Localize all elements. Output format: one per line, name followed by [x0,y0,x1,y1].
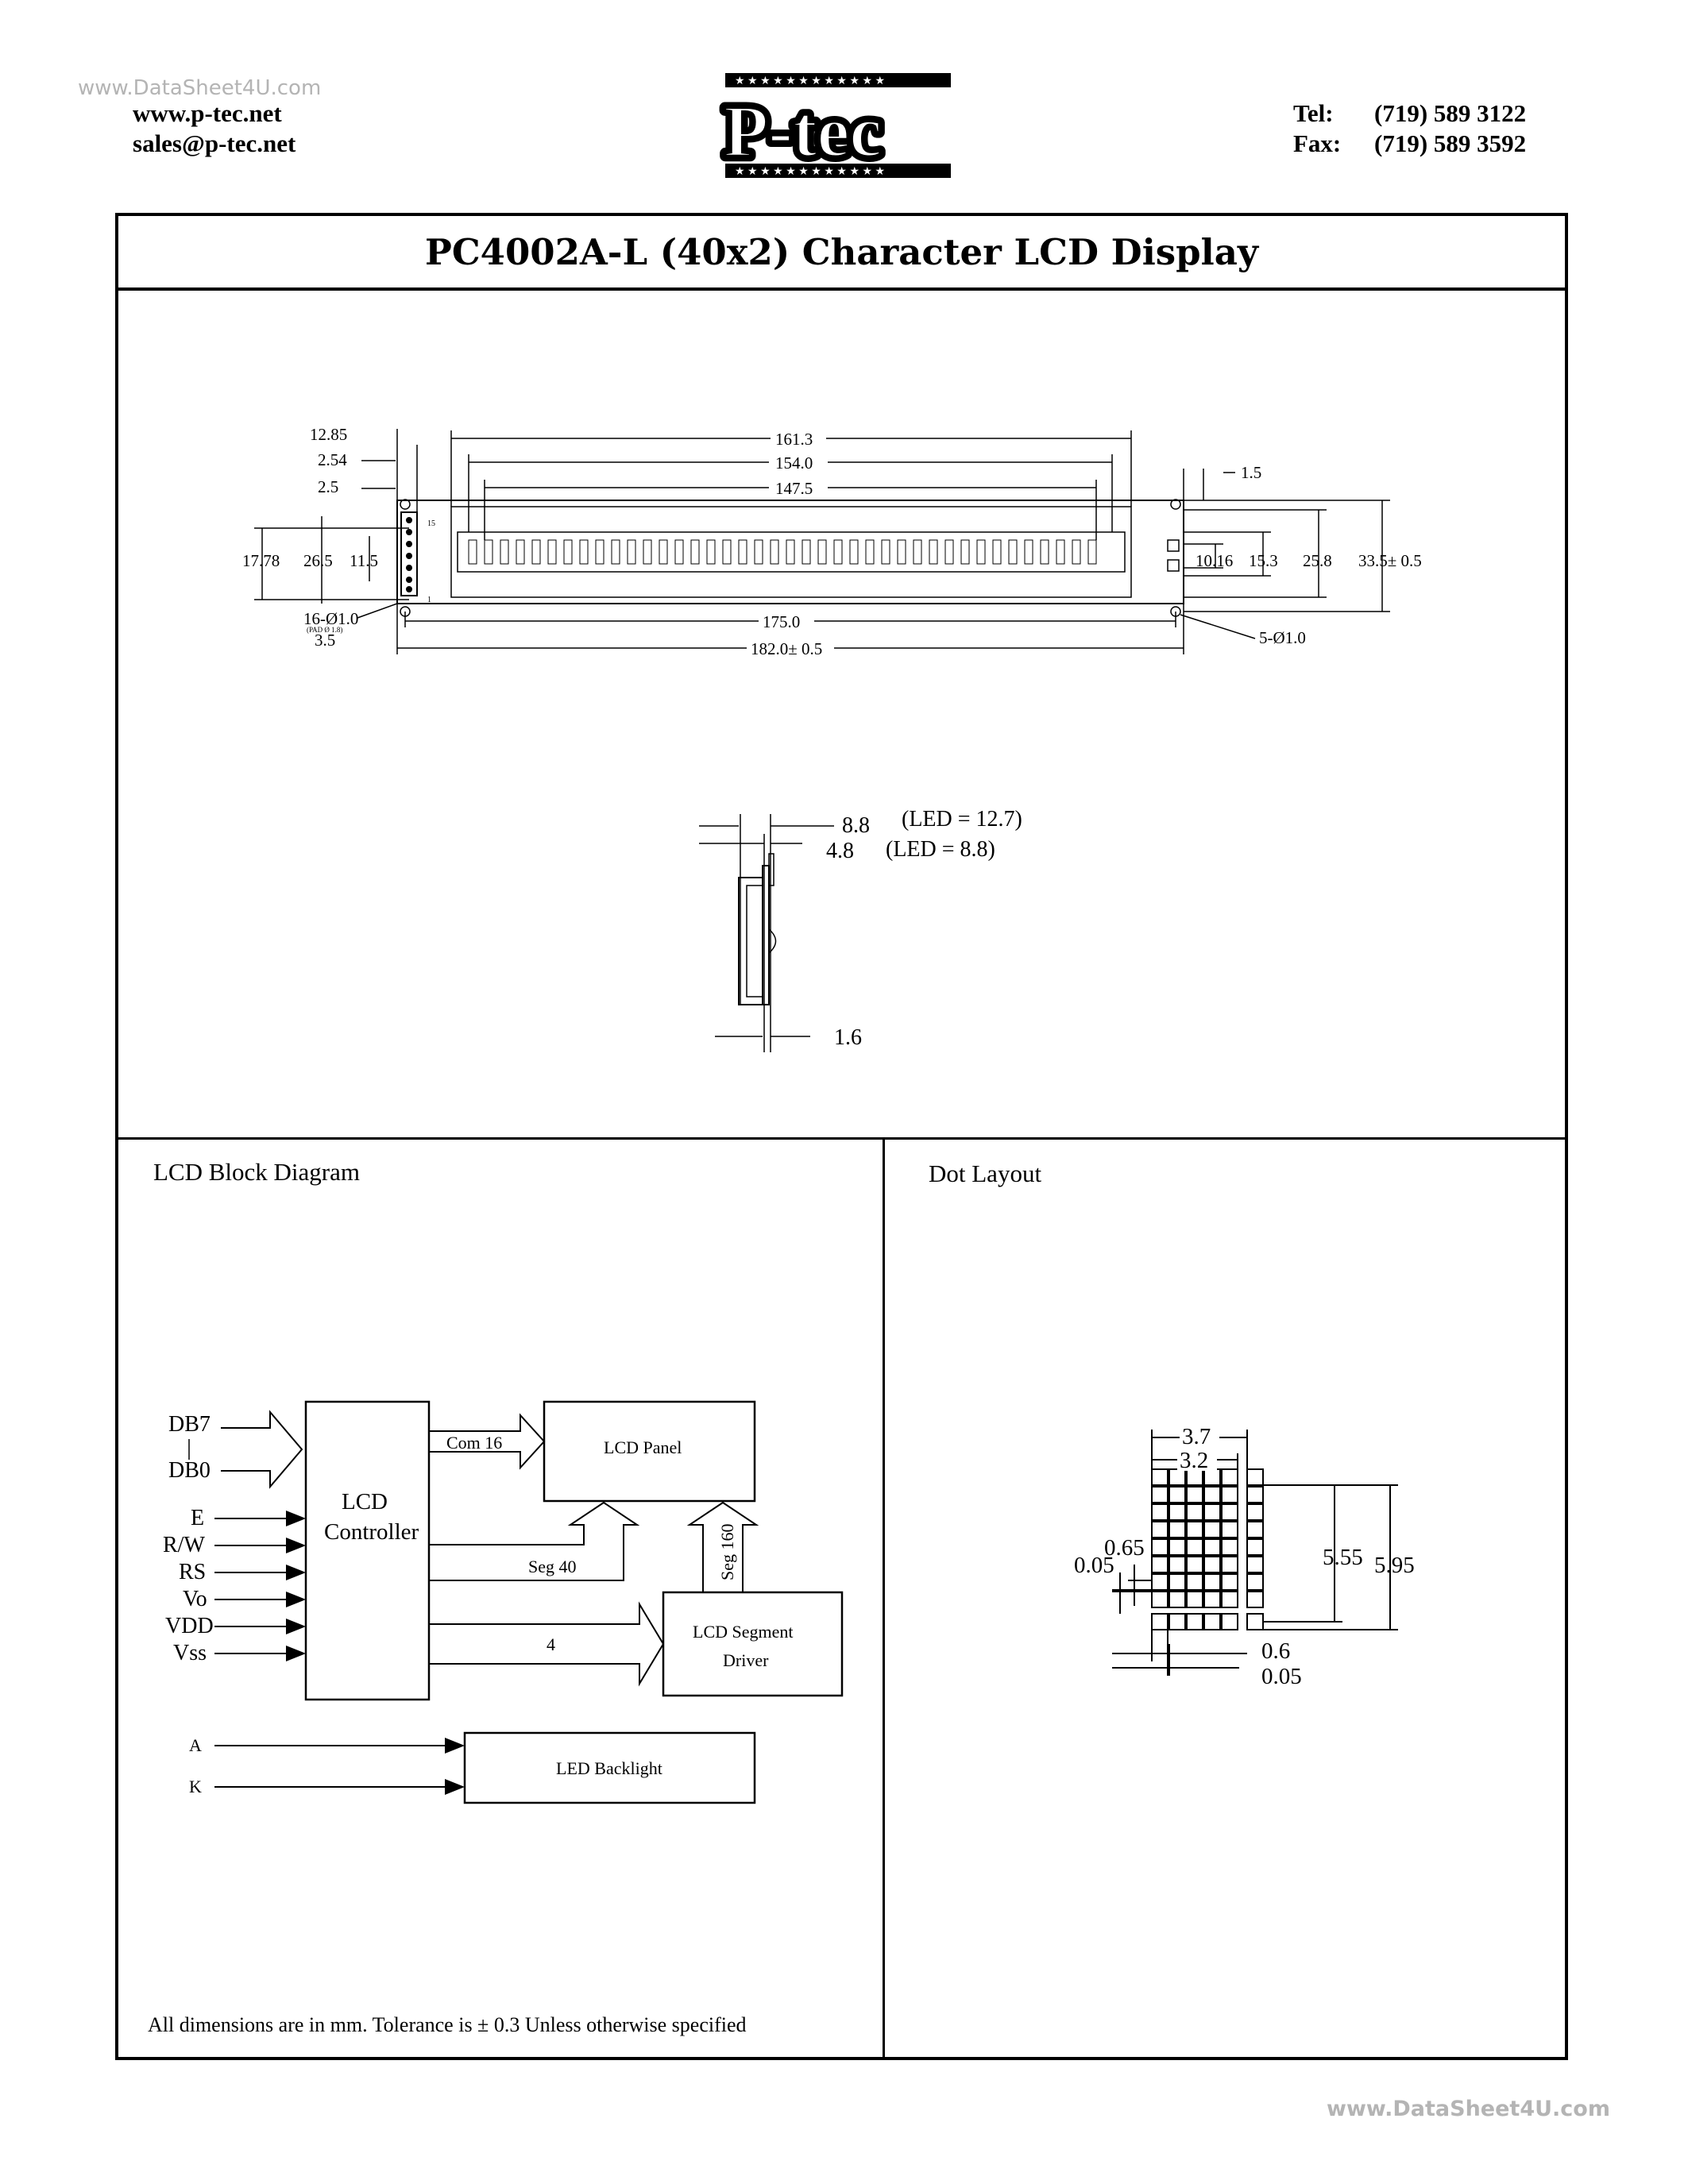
fax-label: Fax: [1293,129,1342,157]
svg-text:0.6: 0.6 [1261,1638,1290,1664]
svg-text:★ ★ ★ ★ ★ ★ ★ ★ ★ ★ ★ ★: ★ ★ ★ ★ ★ ★ ★ ★ ★ ★ ★ ★ [735,75,885,87]
dot-layout-heading: Dot Layout [929,1160,1042,1187]
svg-text:DB0: DB0 [168,1458,211,1483]
ptec-logo: ★ ★ ★ ★ ★ ★ ★ ★ ★ ★ ★ ★ ★ ★ ★ ★ ★ ★ ★ ★ … [718,71,957,183]
block-diagram-heading: LCD Block Diagram [153,1158,361,1186]
svg-text:16-Ø1.0: 16-Ø1.0 [303,609,358,628]
svg-text:Vss: Vss [173,1641,207,1665]
svg-text:25.8: 25.8 [1303,551,1332,570]
svg-text:15: 15 [427,519,435,528]
tel-number: (719) 589 3122 [1374,99,1527,127]
svg-text:LCD Segment: LCD Segment [693,1622,794,1642]
svg-text:K: K [189,1777,202,1796]
svg-text:(LED = 12.7): (LED = 12.7) [902,807,1022,832]
svg-text:Driver: Driver [723,1650,769,1670]
datasheet-frame [115,213,1568,2060]
svg-text:P-tec: P-tec [724,91,882,172]
block-diagram: LCD Controller LCD Panel LCD Segment Dri… [151,1382,866,1827]
svg-text:LCD: LCD [342,1489,388,1515]
svg-text:1: 1 [427,596,431,604]
watermark-bottom: www.DataSheet4U.com [1327,2097,1610,2121]
tel-label: Tel: [1293,99,1334,127]
svg-text:4: 4 [547,1634,555,1654]
svg-text:VDD: VDD [165,1614,214,1638]
svg-text:LCD Panel: LCD Panel [604,1437,682,1457]
svg-text:3.5: 3.5 [315,631,335,650]
svg-text:161.3: 161.3 [775,430,813,449]
svg-text:★ ★ ★ ★ ★ ★ ★ ★ ★ ★ ★ ★: ★ ★ ★ ★ ★ ★ ★ ★ ★ ★ ★ ★ [735,166,885,178]
page-title: PC4002A-L (40x2) Character LCD Display [424,230,1259,273]
svg-text:Com 16: Com 16 [446,1433,502,1453]
svg-text:0.65: 0.65 [1104,1535,1145,1561]
footnote: All dimensions are in mm. Tolerance is ±… [148,2013,747,2036]
svg-text:5.95: 5.95 [1374,1553,1415,1578]
svg-text:DB7: DB7 [168,1412,211,1437]
email-link[interactable]: sales@p-tec.net [133,129,296,157]
svg-text:P-tec: P-tec [724,91,882,172]
svg-text:5.55: 5.55 [1323,1545,1363,1570]
svg-text:17.78: 17.78 [242,551,280,570]
outline-drawing: 15 1 161.3 154.0 147.5 [238,413,1446,683]
svg-text:0.05: 0.05 [1074,1553,1114,1578]
svg-text:Seg 40: Seg 40 [528,1557,577,1576]
svg-text:3.2: 3.2 [1180,1448,1208,1473]
column-divider [883,1137,885,2060]
svg-text:Vo: Vo [183,1587,207,1611]
svg-text:1.6: 1.6 [834,1025,862,1050]
svg-text:R/W: R/W [163,1533,205,1557]
svg-text:10.16: 10.16 [1196,551,1233,570]
svg-text:(LED = 8.8): (LED = 8.8) [886,837,995,862]
svg-text:182.0± 0.5: 182.0± 0.5 [751,639,822,658]
svg-text:154.0: 154.0 [775,453,813,473]
side-view-drawing: 8.8 (LED = 12.7) 4.8 (LED = 8.8) 1.6 [691,794,1049,1064]
svg-text:1.5: 1.5 [1241,463,1261,482]
svg-text:2.54: 2.54 [318,450,347,469]
title-divider [115,287,1568,291]
svg-text:26.5: 26.5 [303,551,333,570]
section-divider [115,1137,1568,1140]
svg-text:4.8: 4.8 [826,839,854,863]
svg-text:RS: RS [179,1560,206,1584]
svg-text:33.5± 0.5: 33.5± 0.5 [1358,551,1422,570]
svg-text:8.8: 8.8 [842,813,870,838]
dot-layout-drawing: 3.7 3.2 0.65 0.05 5.55 5.95 0.6 0.05 [1049,1406,1462,1771]
svg-text:5-Ø1.0: 5-Ø1.0 [1259,628,1306,647]
svg-text:Controller: Controller [324,1519,419,1545]
website-link[interactable]: www.p-tec.net [133,99,282,127]
svg-text:(PAD Ø 1.8): (PAD Ø 1.8) [307,626,342,634]
svg-text:11.5: 11.5 [350,551,378,570]
svg-text:0.05: 0.05 [1261,1664,1302,1689]
fax-number: (719) 589 3592 [1374,129,1527,157]
watermark-top: www.DataSheet4U.com [78,76,322,100]
svg-text:Seg 160: Seg 160 [717,1524,737,1581]
svg-text:LED Backlight: LED Backlight [556,1758,662,1778]
svg-text:A: A [189,1735,202,1755]
svg-text:175.0: 175.0 [763,612,800,631]
svg-text:3.7: 3.7 [1182,1424,1211,1449]
svg-text:E: E [191,1506,204,1530]
svg-text:12.85: 12.85 [310,425,347,444]
svg-text:147.5: 147.5 [775,479,813,498]
svg-text:2.5: 2.5 [318,477,338,496]
